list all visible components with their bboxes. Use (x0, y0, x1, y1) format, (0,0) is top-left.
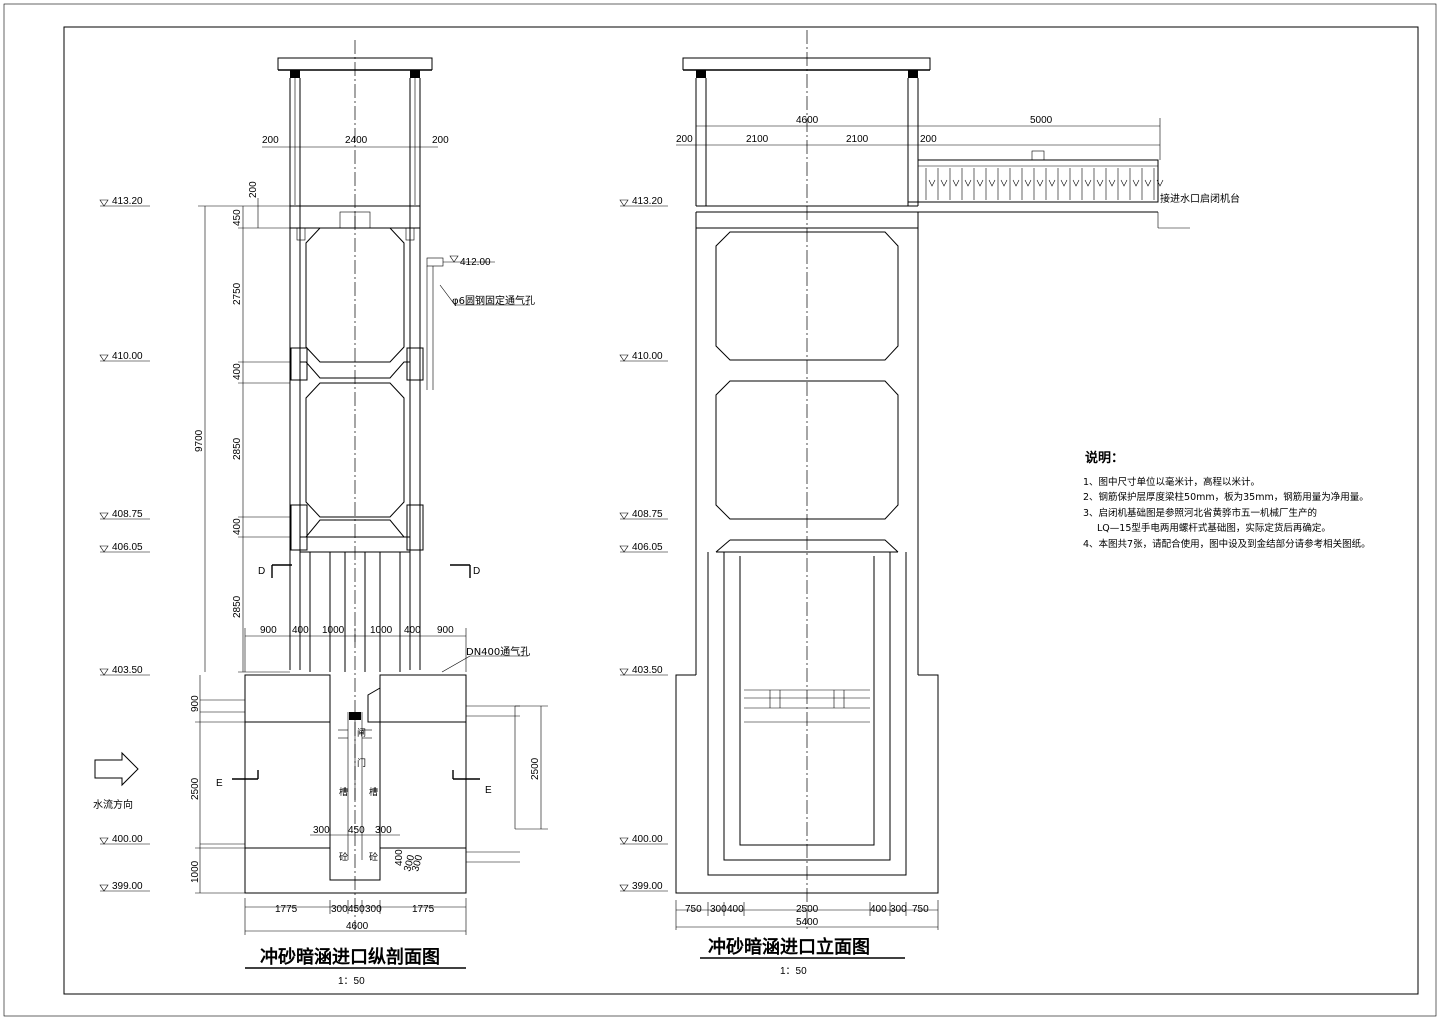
platform-label: 接进水口启闭机台 (1160, 192, 1240, 205)
right-elevation-view: 4600 200 2100 2100 200 5000 接进水口启闭机台 413… (619, 30, 1240, 977)
vdim-2850a: 2850 (232, 437, 243, 460)
svg-text:408.75: 408.75 (632, 509, 663, 520)
gate-char-4: 槽 (369, 786, 378, 798)
left-top-dim-2: 2400 (345, 135, 368, 146)
right-view-title: 冲砂暗涵进口立面图 (708, 936, 870, 958)
bottom-dim-2: 300 (331, 904, 348, 915)
svg-text:406.05: 406.05 (112, 542, 143, 553)
bottom-dim-total: 4600 (346, 921, 369, 932)
slot-dim-400: 400 (394, 849, 405, 866)
gate-char-1: 闸 (357, 728, 366, 739)
bottom-dim-4: 300 (365, 904, 382, 915)
right-bottom-dim-7: 750 (912, 904, 929, 915)
left-view-title: 冲砂暗涵进口纵剖面图 (260, 946, 440, 968)
svg-text:410.00: 410.00 (112, 351, 143, 362)
outer-frame (3, 3, 1437, 1017)
label-vent: φ6圆钢固定通气孔 (452, 294, 535, 307)
svg-text:406.05: 406.05 (632, 542, 663, 553)
svg-text:400.00: 400.00 (112, 834, 143, 845)
svg-text:408.75: 408.75 (112, 509, 143, 520)
mid-dim-3: 1000 (322, 625, 345, 636)
left-view-scale: 1：50 (338, 976, 365, 987)
left-section-view: 200 2400 200 413.20 410.00 408.75 406.05… (93, 40, 548, 987)
bottom-dim-1: 1775 (275, 904, 298, 915)
vdim-200: 200 (248, 181, 259, 198)
vdim-2500: 2500 (190, 777, 201, 800)
vdim-400a: 400 (232, 363, 243, 380)
note-item-2: 2、钢筋保护层厚度梁柱50mm，板为35mm，钢筋用量为净用量。 (1083, 491, 1369, 503)
note-item-1: 1、图中尺寸单位以毫米计，高程以米计。 (1083, 476, 1260, 488)
svg-text:413.20: 413.20 (632, 196, 663, 207)
right-view-scale: 1：50 (780, 966, 807, 977)
bottom-dim-3: 450 (348, 904, 365, 915)
slot-dim-300a: 300 (402, 853, 417, 872)
note-item-4: LQ—15型手电两用螺杆式基础图，实际定货后再确定。 (1097, 522, 1331, 534)
right-dim-5000: 5000 (1030, 115, 1053, 126)
right-bottom-dim-4: 2500 (796, 904, 819, 915)
right-dim-2100b: 2100 (846, 134, 869, 145)
note-item-5: 4、本图共7张，请配合使用，图中设及到金结部分请参考相关图纸。 (1083, 538, 1371, 550)
mid-dim-2: 400 (292, 625, 309, 636)
vdim-2850b: 2850 (232, 595, 243, 618)
mid-dim-6: 900 (437, 625, 454, 636)
section-e-left: E (216, 778, 223, 789)
right-bottom-dim-total: 5400 (796, 917, 819, 928)
right-bottom-dim-3: 400 (727, 904, 744, 915)
right-dim-2100a: 2100 (746, 134, 769, 145)
right-dim-200b: 200 (920, 134, 937, 145)
right-elevation-markers: 413.20 410.00 408.75 406.05 403.50 400.0… (619, 196, 668, 892)
right-bottom-dim-1: 750 (685, 904, 702, 915)
svg-text:410.00: 410.00 (632, 351, 663, 362)
left-elevation-markers: 413.20 410.00 408.75 406.05 403.50 400.0… (99, 196, 150, 892)
inner-frame (63, 26, 1419, 995)
section-d-right: D (473, 566, 480, 577)
svg-text:403.50: 403.50 (112, 665, 143, 676)
mid-dim-4: 1000 (370, 625, 393, 636)
vdim-400b: 400 (232, 518, 243, 535)
gate-char-5: 砼 (339, 851, 348, 863)
svg-text:399.00: 399.00 (112, 881, 143, 892)
mid-dim-5: 400 (404, 625, 421, 636)
notes-title: 说明： (1085, 450, 1124, 466)
svg-text:400.00: 400.00 (632, 834, 663, 845)
gate-char-3: 槽 (339, 786, 348, 798)
gate-dim-1: 300 (313, 825, 330, 836)
side-dim-2500: 2500 (530, 757, 541, 780)
svg-text:399.00: 399.00 (632, 881, 663, 892)
notes-block: 说明： 1、图中尺寸单位以毫米计，高程以米计。 2、钢筋保护层厚度梁柱50mm，… (1083, 450, 1371, 550)
right-bottom-dim-5: 400 (870, 904, 887, 915)
svg-text:403.50: 403.50 (632, 665, 663, 676)
note-item-3: 3、启闭机基础图是参照河北省黄骅市五一机械厂生产的 (1083, 507, 1317, 519)
vdim-1000: 1000 (190, 860, 201, 883)
vdim-900: 900 (190, 695, 201, 712)
slot-dim-300b: 300 (410, 853, 425, 872)
gate-dim-2: 450 (348, 825, 365, 836)
left-top-dim-1: 200 (262, 135, 279, 146)
platform-railing (925, 168, 1164, 200)
section-d-left: D (258, 566, 265, 577)
gate-char-6: 砼 (369, 851, 378, 863)
right-dim-200a: 200 (676, 134, 693, 145)
vdim-9700: 9700 (194, 429, 205, 452)
gate-dim-3: 300 (375, 825, 392, 836)
label-412: 412.00 (460, 257, 491, 268)
mid-dim-1: 900 (260, 625, 277, 636)
right-dim-4600: 4600 (796, 115, 819, 126)
flow-arrow-icon (94, 751, 139, 787)
vdim-2750: 2750 (232, 282, 243, 305)
gate-char-2: 门 (357, 757, 366, 769)
right-bottom-dim-6: 300 (890, 904, 907, 915)
vdim-450: 450 (232, 209, 243, 226)
left-top-dim-3: 200 (432, 135, 449, 146)
svg-text:413.20: 413.20 (112, 196, 143, 207)
section-e-right: E (485, 785, 492, 796)
flow-direction-label: 水流方向 (93, 798, 133, 811)
right-bottom-dim-2: 300 (710, 904, 727, 915)
bottom-dim-5: 1775 (412, 904, 435, 915)
label-dn400: DN400通气孔 (466, 645, 530, 658)
